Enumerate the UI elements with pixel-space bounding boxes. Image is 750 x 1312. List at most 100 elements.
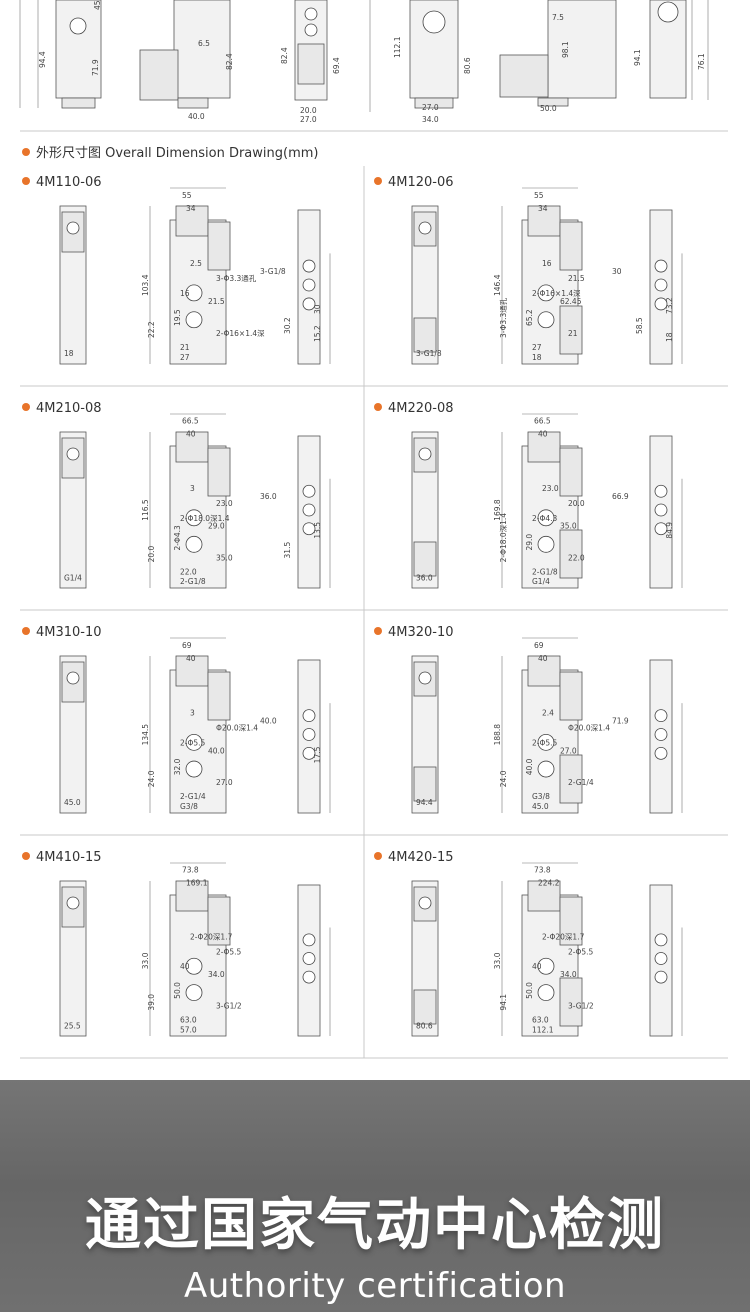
connector-box <box>207 447 231 497</box>
dimension-label: 188.8 <box>493 724 502 746</box>
dimension-label: 22.0 <box>568 553 585 562</box>
dimension-label: 18 <box>665 332 674 342</box>
dimension-label: 94.4 <box>416 798 433 807</box>
connector-box <box>207 221 231 271</box>
dimension-label: 40 <box>538 430 548 439</box>
port-circle <box>537 733 555 751</box>
dimension-label: 34.0 <box>560 970 577 979</box>
top-dim-8: 27.0 <box>300 115 317 124</box>
dimension-label: 23.0 <box>216 499 233 508</box>
port-circle <box>537 311 555 329</box>
coil-cap <box>175 880 209 912</box>
port-circle <box>185 509 203 527</box>
dimension-label: 16 <box>542 259 552 268</box>
port-circle <box>654 970 668 984</box>
port-circle <box>654 952 668 965</box>
coil-cap <box>527 431 561 463</box>
top-dim-10: 112.1 <box>393 36 402 58</box>
port-circle <box>654 484 668 498</box>
dimension-label: 2-G1/8 <box>180 577 206 586</box>
solenoid-head <box>413 541 437 577</box>
section-heading-group: 外形尺寸图 Overall Dimension Drawing(mm) <box>22 146 318 161</box>
dimension-label: 19.5 <box>173 309 182 326</box>
model-bullet <box>374 403 382 411</box>
port-circle <box>537 984 555 1001</box>
model-name: 4M410-15 <box>36 850 102 865</box>
model-bullet <box>22 177 30 185</box>
dimension-label: 3-Φ3.3通孔 <box>216 273 257 283</box>
dimension-label: 84.9 <box>665 522 674 539</box>
dimension-label: Φ20.0深1.4 <box>216 723 258 732</box>
dimension-label: 34.0 <box>208 970 225 979</box>
dimension-label: 55 <box>182 191 192 200</box>
dimension-label: 112.1 <box>532 1025 554 1034</box>
dimension-label: 35.0 <box>560 522 577 531</box>
dimension-label: 73.8 <box>534 866 551 875</box>
dimension-label: 40 <box>180 962 190 971</box>
dimension-label: 63.0 <box>532 1015 549 1024</box>
dimension-label: 16 <box>180 289 190 298</box>
dimension-label: 21.5 <box>568 274 585 283</box>
dimension-label: 2.5 <box>190 259 202 268</box>
top-dim-7: 20.0 <box>300 106 317 115</box>
section-heading: 外形尺寸图 Overall Dimension Drawing(mm) <box>36 146 318 161</box>
dimension-label: 13.5 <box>313 522 322 539</box>
port-circle <box>654 746 668 760</box>
dimension-label: 25.5 <box>64 1021 81 1030</box>
dimension-label: 69 <box>534 641 544 650</box>
dimension-label: 63.0 <box>180 1015 197 1024</box>
model-bullet <box>374 852 382 860</box>
port-circle <box>185 733 203 751</box>
top-dim-14: 7.5 <box>552 13 564 22</box>
dimension-label: 66.5 <box>534 417 551 426</box>
top-dim-2: 6.5 <box>198 39 210 48</box>
port-circle <box>302 484 316 498</box>
dimension-label: 3 <box>190 709 195 718</box>
port-circle <box>654 278 668 292</box>
port-circle <box>185 311 203 329</box>
port-circle <box>418 447 432 461</box>
dimension-label: 27.0 <box>560 746 577 755</box>
top-strip: 94.4 71.9 6.5 82.4 40.0 82.4 69.4 20.0 2… <box>19 0 728 132</box>
coil-cap <box>527 205 561 237</box>
dimension-label: 2-Φ4.3 <box>173 525 182 551</box>
dimension-label: Φ20.0深1.4 <box>568 723 610 732</box>
dimension-label: 66.9 <box>612 492 629 501</box>
model-name: 4M110-06 <box>36 175 102 190</box>
port-circle <box>302 970 316 984</box>
dimension-label: 2-G1/4 <box>568 778 594 787</box>
dimension-label: 3-G1/8 <box>260 267 286 276</box>
dimension-label: 3-G1/8 <box>416 349 442 358</box>
dimension-label: 22.0 <box>180 567 197 576</box>
dimension-label: 2-Φ4.3 <box>532 514 558 523</box>
dimension-label: 27 <box>532 343 542 352</box>
port-circle <box>654 709 668 723</box>
top-dim-17: 94.1 <box>633 49 642 66</box>
coil-cap <box>527 880 561 912</box>
dimension-label: 2-Φ5.5 <box>568 947 594 956</box>
dimension-label: 20.0 <box>568 499 585 508</box>
model-name: 4M420-15 <box>388 850 454 865</box>
dimension-label: 116.5 <box>141 499 150 521</box>
top-dim-15: 98.1 <box>561 41 570 58</box>
port-circle <box>537 957 555 975</box>
port-circle <box>537 284 555 302</box>
dimension-label: 66.5 <box>182 417 199 426</box>
port-circle <box>185 984 203 1001</box>
dimension-label: 21.5 <box>208 297 225 306</box>
top-dim-1: 71.9 <box>91 59 100 76</box>
dimension-label: 2-Φ18.0深1.4 <box>180 514 230 523</box>
dimension-label: 24.0 <box>147 770 156 787</box>
dimension-label: 32.0 <box>173 758 182 775</box>
connector-box <box>559 977 583 1027</box>
port-circle <box>302 933 316 947</box>
coil-cap <box>527 655 561 687</box>
dimension-label: 39.0 <box>147 994 156 1011</box>
dimension-label: 33.0 <box>141 952 150 969</box>
top-dim-5: 82.4 <box>280 47 289 64</box>
port-circle <box>418 671 432 685</box>
top-dim-13: 34.0 <box>422 115 439 124</box>
model-drawing-4m210-08: 4M210-0866.540116.5323.020.02-Φ18.0深1.42… <box>22 401 331 589</box>
model-bullet <box>22 852 30 860</box>
dimension-label: 27.0 <box>216 778 233 787</box>
